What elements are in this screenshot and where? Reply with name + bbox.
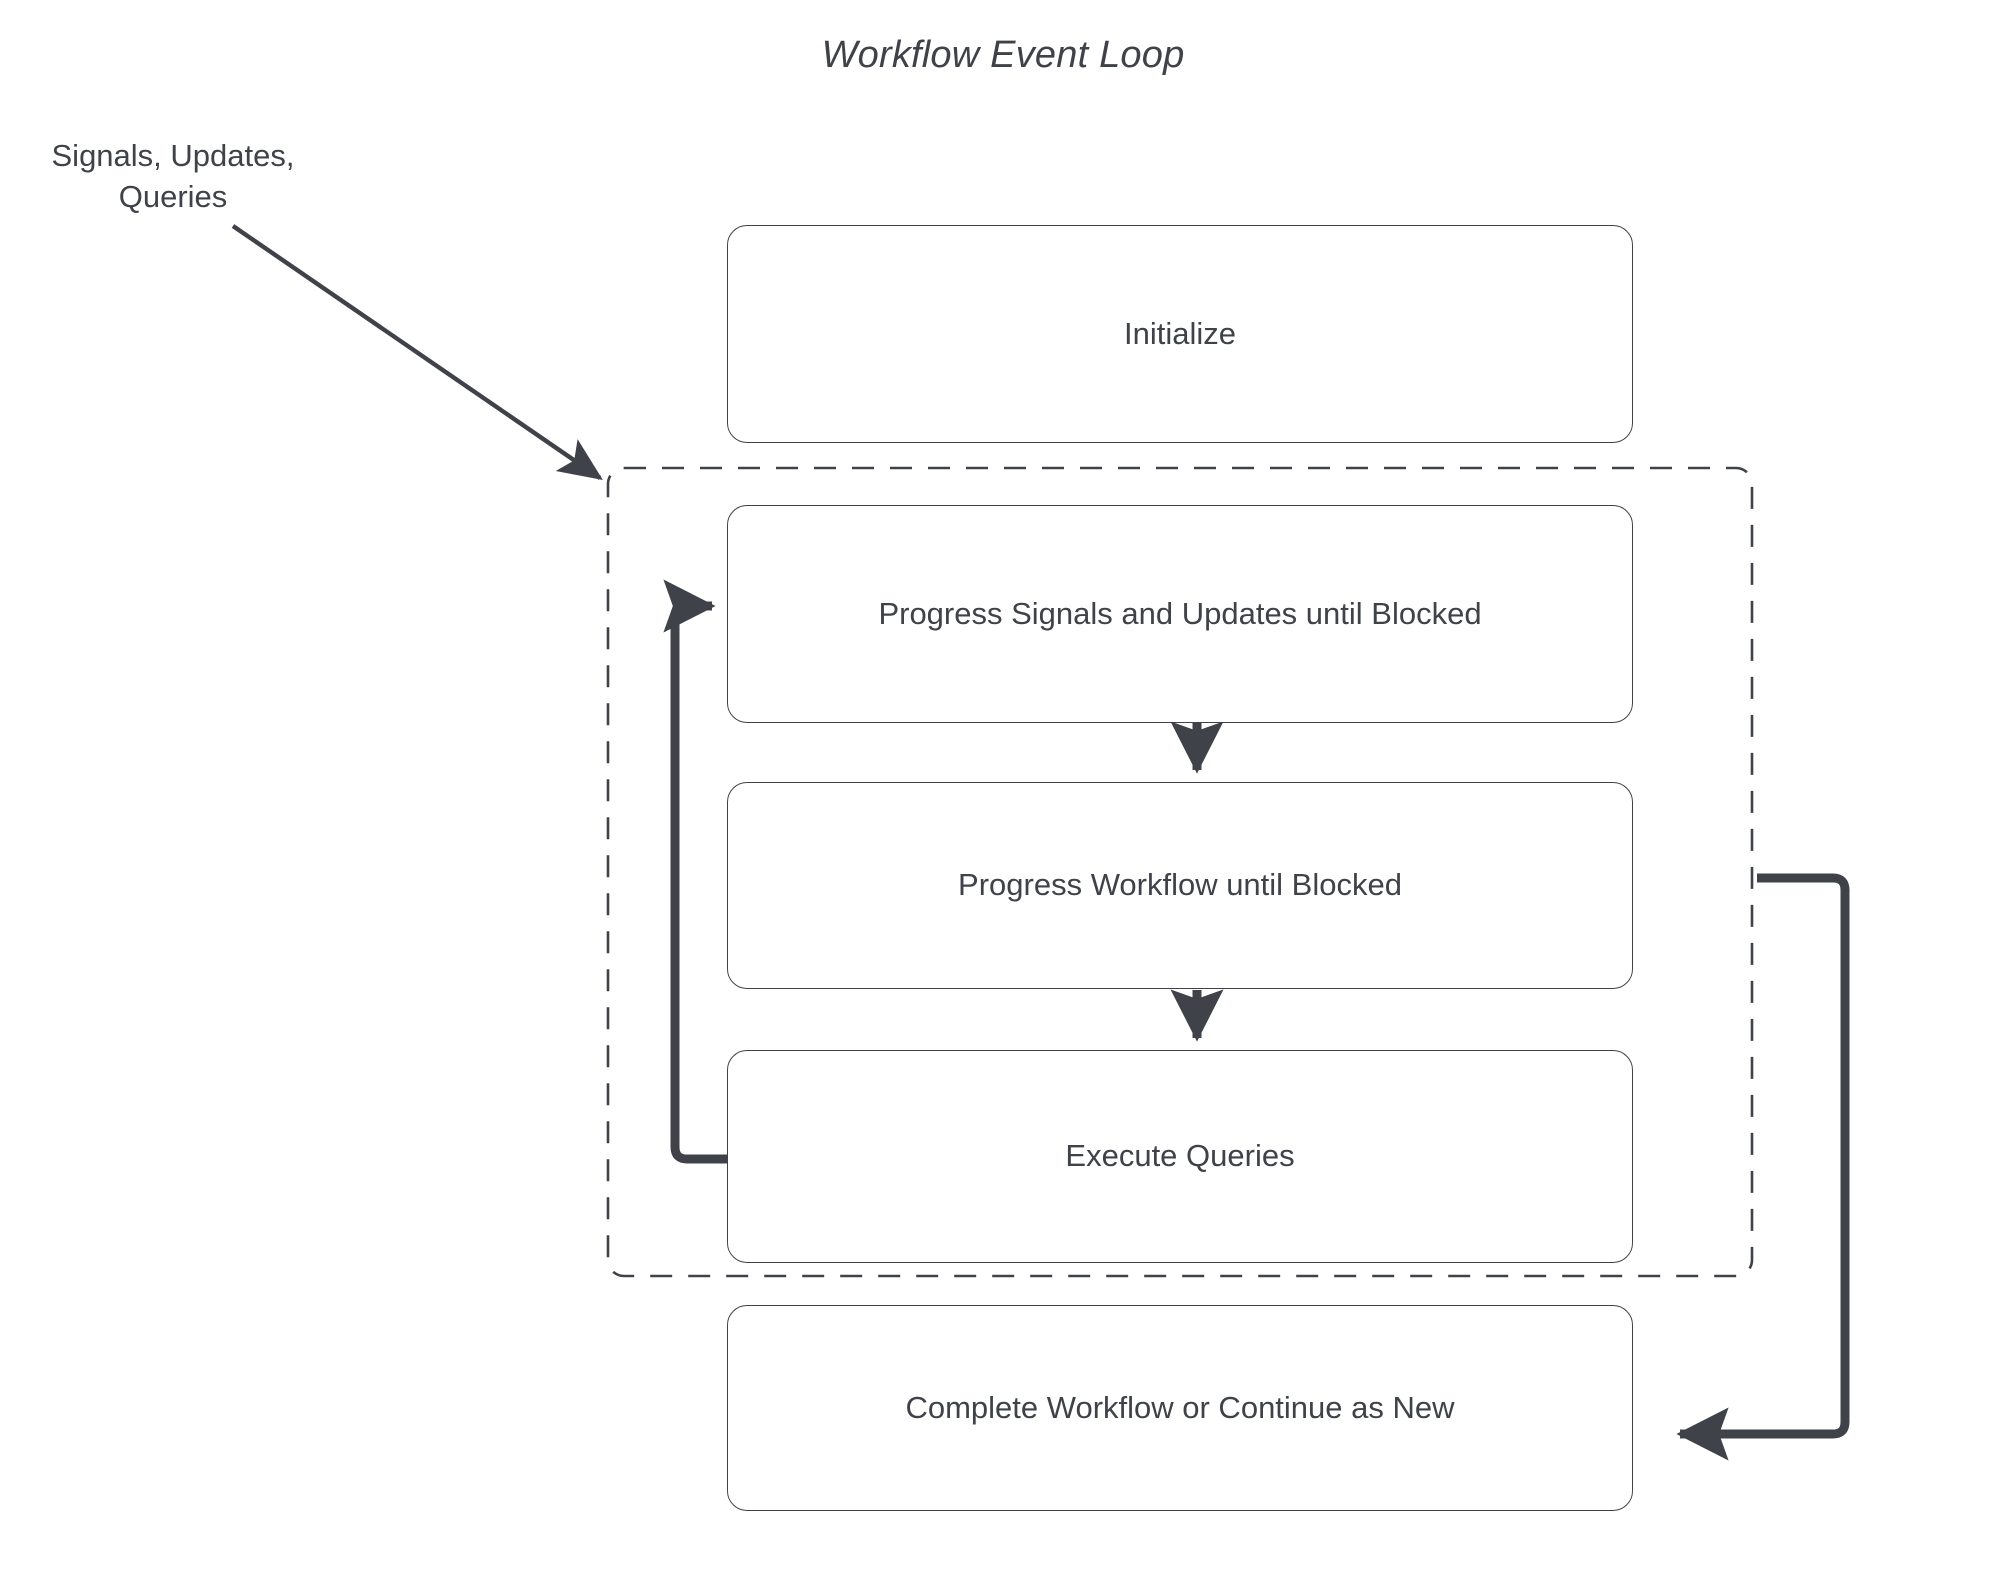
node-initialize[interactable]: Initialize bbox=[727, 225, 1633, 443]
node-execute-queries[interactable]: Execute Queries bbox=[727, 1050, 1633, 1263]
node-execute-queries-label: Execute Queries bbox=[1065, 1138, 1295, 1174]
edge-label-line-1: Signals, Updates, bbox=[51, 138, 295, 173]
edge-input-to-loop bbox=[231, 224, 603, 480]
edge-loop-exit-to-complete bbox=[1676, 873, 1850, 1461]
page-title: Workflow Event Loop bbox=[821, 34, 1185, 76]
node-progress-signals-and-updates-label: Progress Signals and Updates until Block… bbox=[878, 595, 1482, 631]
node-progress-signals-and-updates[interactable]: Progress Signals and Updates until Block… bbox=[727, 505, 1633, 723]
node-complete-workflow-label: Complete Workflow or Continue as New bbox=[905, 1389, 1455, 1425]
node-complete-workflow[interactable]: Complete Workflow or Continue as New bbox=[727, 1305, 1633, 1511]
node-progress-workflow[interactable]: Progress Workflow until Blocked bbox=[727, 782, 1633, 989]
edge-queries-loop-back bbox=[663, 579, 727, 1164]
edge-label-line-2: Queries bbox=[118, 178, 228, 214]
node-progress-workflow-label: Progress Workflow until Blocked bbox=[958, 867, 1402, 903]
node-initialize-label: Initialize bbox=[1124, 315, 1236, 351]
edge-label-signals-updates-queries: Signals, Updates, Queries bbox=[18, 136, 328, 218]
